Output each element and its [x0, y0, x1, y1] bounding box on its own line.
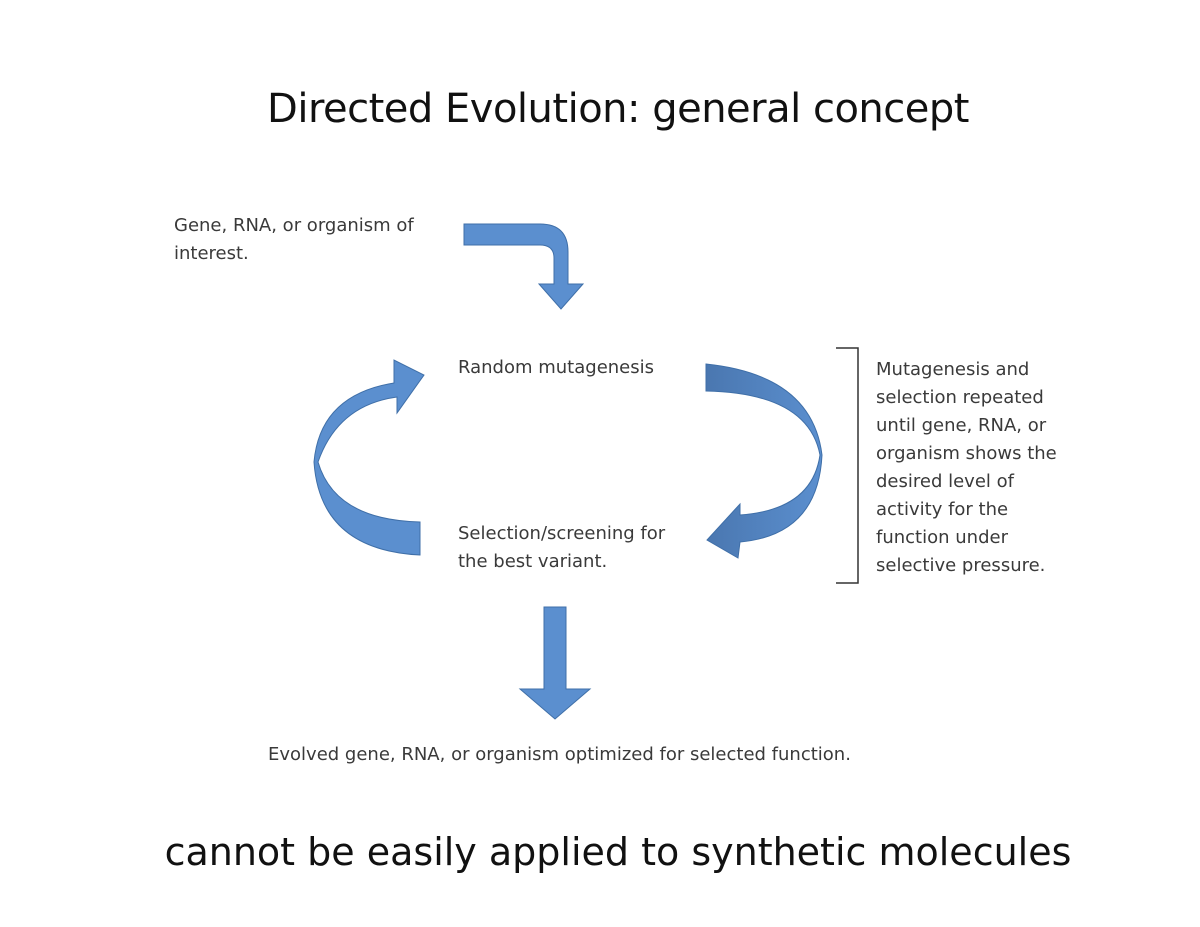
slide-title: Directed Evolution: general concept — [267, 86, 969, 132]
slide-footer: cannot be easily applied to synthetic mo… — [164, 830, 1072, 874]
curved-arrow-left-icon — [313, 359, 425, 556]
step-random-mutagenesis: Random mutagenesis — [458, 357, 655, 378]
bent-down-arrow-icon — [463, 223, 585, 310]
result-label: Evolved gene, RNA, or organism optimized… — [268, 744, 851, 765]
curved-arrow-right-icon — [705, 363, 823, 559]
down-arrow-icon — [518, 606, 592, 720]
bracket-icon — [836, 347, 859, 584]
bracket-note: Mutagenesis and selection repeated until… — [876, 359, 1057, 576]
step-selection-screening: Selection/screening for the best variant… — [458, 523, 666, 572]
start-label: Gene, RNA, or organism of interest. — [174, 215, 414, 264]
